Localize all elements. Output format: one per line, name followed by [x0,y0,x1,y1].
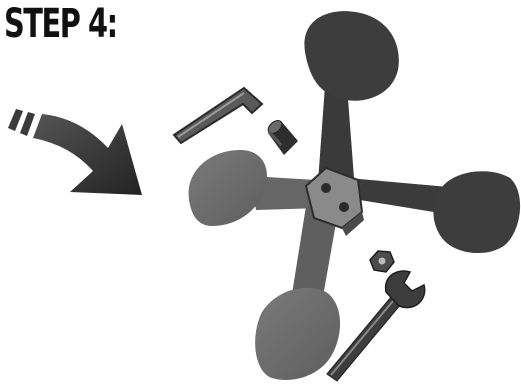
nut-icon [370,251,394,272]
left-disc [189,150,267,226]
bolt-icon [266,118,298,155]
top-disc [304,11,398,101]
hub-hole-bottom [339,202,349,212]
arrow-stripe [8,109,23,131]
hub-hole-top [321,183,331,193]
arrow-icon [8,109,142,195]
wrench-icon [327,271,425,381]
right-disc [433,171,520,253]
spinner-target [189,11,520,380]
arrow-stripe [20,112,35,136]
arrow-body [33,114,142,195]
bottom-disc [255,288,340,380]
hex-key-icon [174,88,262,143]
